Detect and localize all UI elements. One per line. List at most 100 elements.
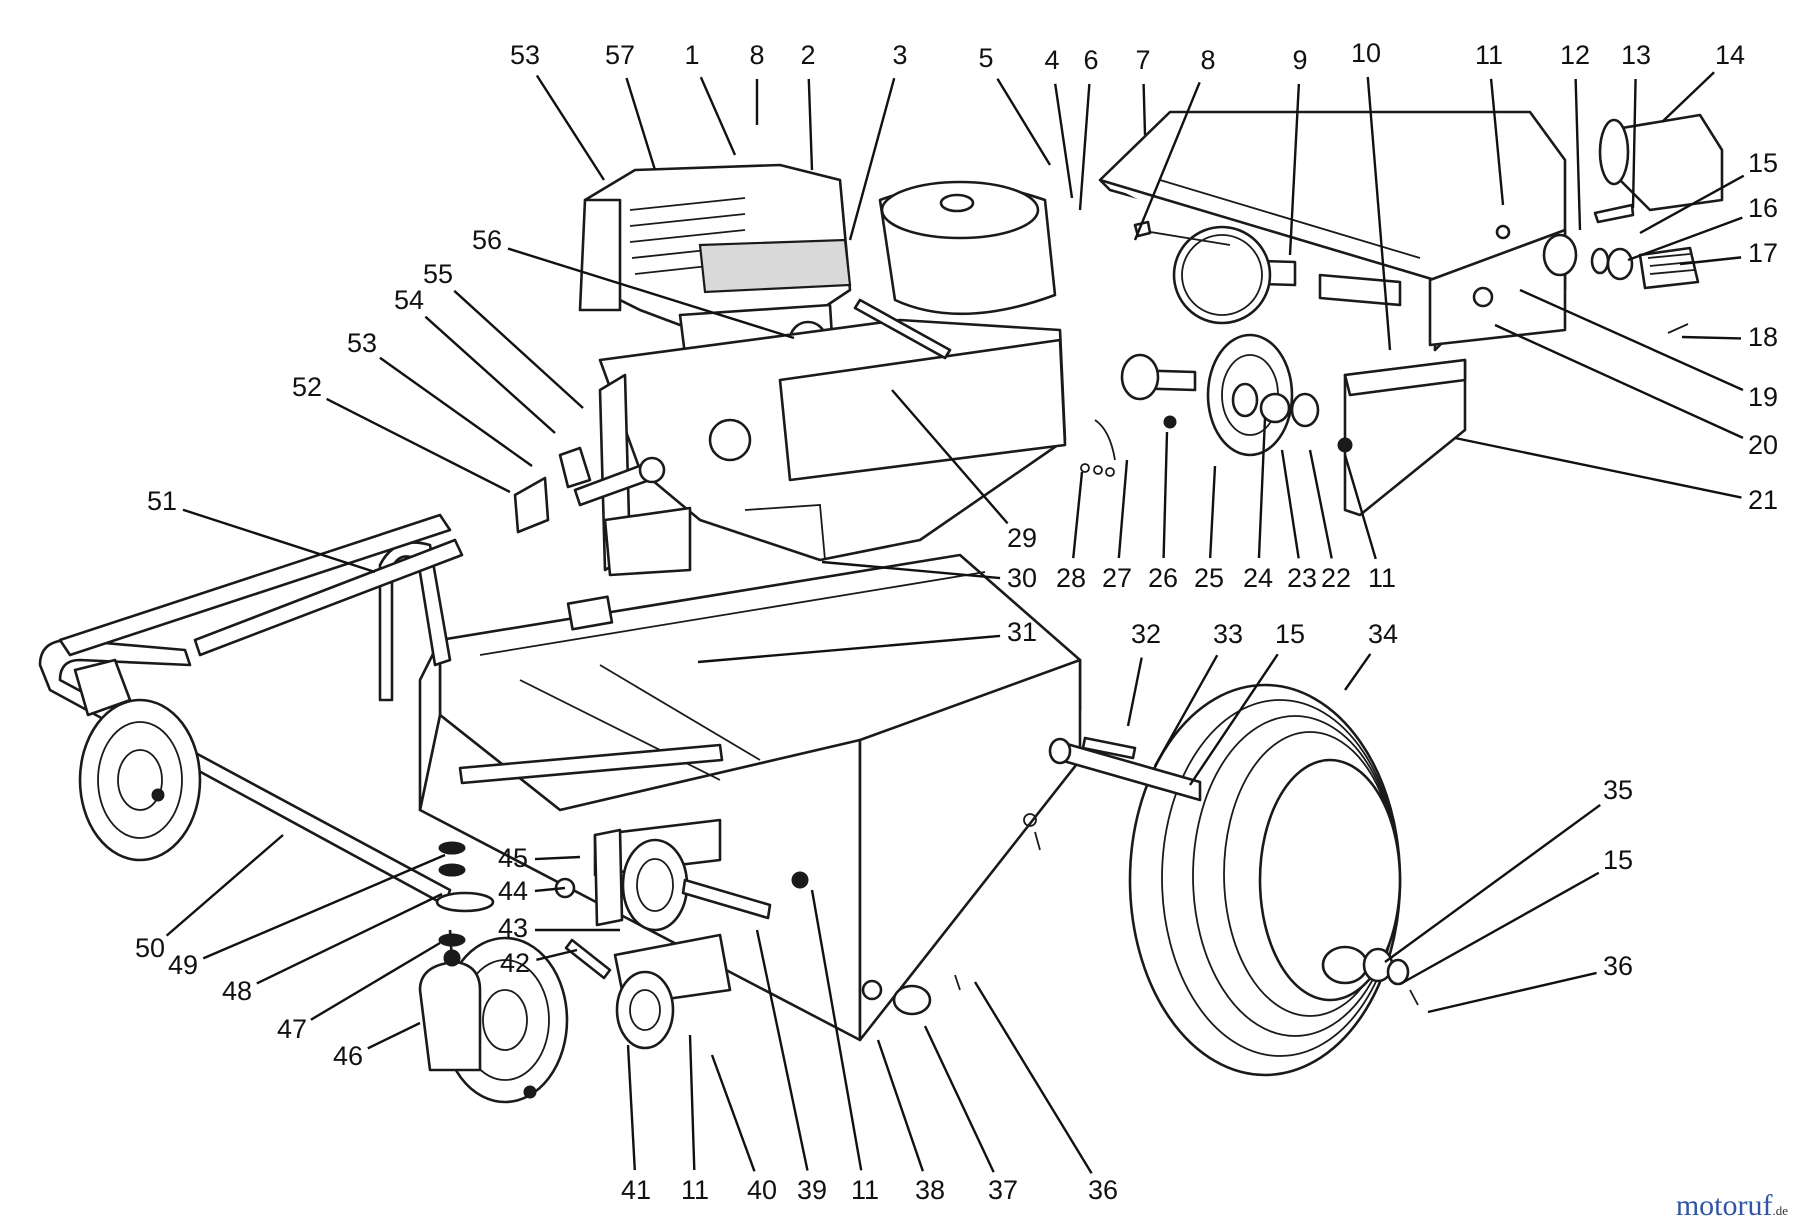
callout-c12: 12	[1560, 40, 1590, 70]
leader-line-c36a	[1427, 971, 1597, 1014]
rear-wheel	[1128, 683, 1419, 1077]
leader-line-c37	[923, 1025, 995, 1173]
leader-line-c53b	[379, 356, 533, 467]
callout-c57: 57	[605, 40, 635, 70]
throttle-bracket	[513, 373, 692, 577]
leader-line-c33	[1153, 654, 1219, 767]
leader-line-c40	[710, 1054, 756, 1172]
callout-c9: 9	[1292, 45, 1307, 75]
callout-c44: 44	[498, 876, 528, 906]
callout-c16: 16	[1748, 193, 1778, 223]
leader-line-c27	[1117, 459, 1129, 559]
callout-c41: 41	[621, 1175, 651, 1205]
callout-c3: 3	[892, 40, 907, 70]
shaft-and-gear	[1133, 220, 1402, 325]
leader-line-c42	[536, 948, 578, 961]
leader-line-c41	[626, 1044, 637, 1171]
callout-c33: 33	[1213, 619, 1243, 649]
callout-c1: 1	[684, 40, 699, 70]
leader-line-c51	[182, 508, 376, 574]
watermark-tld: .de	[1772, 1203, 1788, 1218]
leader-line-c10	[1366, 76, 1392, 351]
leader-line-c11c	[810, 889, 863, 1171]
leader-line-c38	[876, 1039, 925, 1172]
leader-line-c50	[165, 834, 284, 937]
callout-c21: 21	[1748, 485, 1778, 515]
leader-line-c15c	[1401, 871, 1600, 985]
leader-line-c28	[1072, 471, 1084, 559]
callout-c43: 43	[498, 913, 528, 943]
callout-c15c: 15	[1603, 845, 1633, 875]
callout-c15a: 15	[1748, 148, 1778, 178]
callout-c29: 29	[1007, 523, 1037, 553]
drive-pulley-assembly	[1080, 333, 1320, 477]
leader-line-c5	[996, 78, 1052, 166]
leader-line-c15b	[1189, 653, 1279, 786]
end-plate-assembly	[1428, 113, 1724, 347]
leader-line-c57	[625, 77, 657, 171]
callout-c55: 55	[423, 259, 453, 289]
leader-line-c18	[1681, 335, 1742, 340]
callout-c45: 45	[498, 843, 528, 873]
callout-c20: 20	[1748, 430, 1778, 460]
leader-line-c29	[891, 389, 1009, 525]
leader-line-c47	[310, 941, 441, 1021]
callout-c22: 22	[1321, 563, 1351, 593]
callout-c17: 17	[1748, 238, 1778, 268]
callout-c49: 49	[168, 950, 198, 980]
leader-line-c2	[807, 78, 814, 171]
callout-c23: 23	[1287, 563, 1317, 593]
callout-c35: 35	[1603, 775, 1633, 805]
callout-c28: 28	[1056, 563, 1086, 593]
callout-c25: 25	[1194, 563, 1224, 593]
callout-c37: 37	[988, 1175, 1018, 1205]
callout-c38: 38	[915, 1175, 945, 1205]
leader-line-c32	[1126, 657, 1143, 727]
leader-line-c55	[453, 289, 584, 409]
leader-line-c45	[534, 855, 581, 861]
leader-line-c11b	[1343, 454, 1377, 560]
left-caster-wheel	[73, 658, 202, 862]
callout-c48: 48	[222, 976, 252, 1006]
callout-c46: 46	[333, 1041, 363, 1071]
callout-c8a: 8	[749, 40, 764, 70]
callout-c34: 34	[1368, 619, 1398, 649]
leader-line-c17	[1679, 256, 1742, 266]
callout-c2: 2	[800, 40, 815, 70]
callout-c52: 52	[292, 372, 322, 402]
leader-line-c12	[1574, 78, 1582, 231]
callout-c47: 47	[277, 1014, 307, 1044]
callout-c7: 7	[1135, 45, 1150, 75]
leader-line-c16	[1627, 216, 1743, 262]
engine	[578, 163, 1067, 562]
leader-line-c11a	[1489, 78, 1505, 206]
leader-line-c14	[1661, 71, 1715, 123]
callout-c32: 32	[1131, 619, 1161, 649]
callout-c56: 56	[472, 225, 502, 255]
callout-c14: 14	[1715, 40, 1745, 70]
callout-c6: 6	[1083, 45, 1098, 75]
leader-line-c15a	[1639, 174, 1745, 235]
callout-c11b: 11	[1368, 563, 1396, 593]
callout-c19: 19	[1748, 382, 1778, 412]
leader-line-c30	[821, 560, 1001, 580]
leader-line-c21	[1454, 436, 1742, 499]
leader-line-c54	[424, 315, 556, 434]
leader-line-c53a	[535, 74, 606, 181]
leader-line-c22	[1308, 449, 1333, 559]
leader-line-c11d	[688, 1034, 696, 1171]
callout-c40: 40	[747, 1175, 777, 1205]
leader-line-c46	[367, 1021, 421, 1050]
leader-line-c23	[1280, 449, 1300, 559]
leader-line-c3	[848, 77, 896, 241]
leader-line-c13	[1631, 78, 1637, 209]
callout-c39: 39	[797, 1175, 827, 1205]
callout-c10: 10	[1351, 38, 1381, 68]
leader-line-c49	[202, 853, 446, 960]
callout-c30: 30	[1007, 563, 1037, 593]
callout-c15b: 15	[1275, 619, 1305, 649]
idler-pulley-assembly	[554, 818, 809, 1050]
leader-line-c24	[1257, 417, 1267, 559]
